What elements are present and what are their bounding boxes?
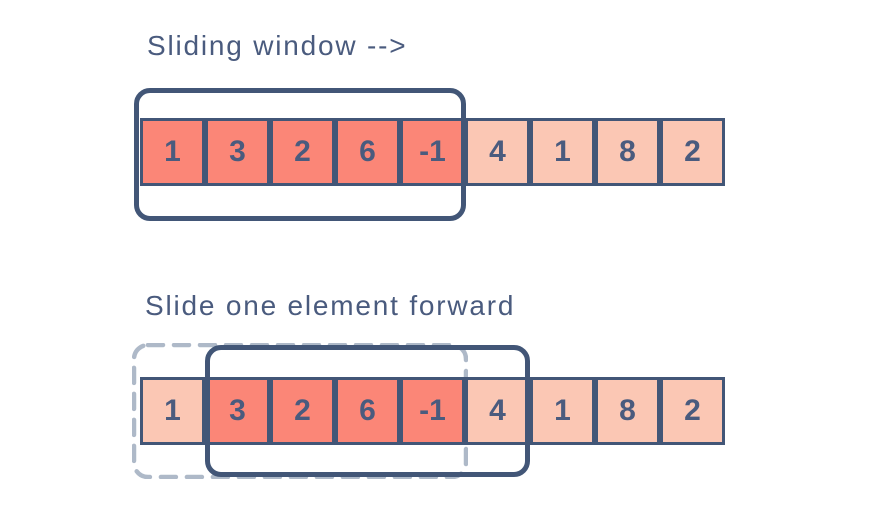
array-cell: 2 xyxy=(660,118,725,186)
array-cell: -1 xyxy=(400,118,465,186)
diagram1-label: Sliding window --> xyxy=(147,30,408,61)
array-cell: -1 xyxy=(400,377,465,445)
array-cell: 1 xyxy=(530,377,595,445)
array-cell: 4 xyxy=(465,118,530,186)
array-cell: 1 xyxy=(530,118,595,186)
array-cell: 8 xyxy=(595,377,660,445)
sliding-window-outline-1 xyxy=(134,88,466,221)
array-cell: 2 xyxy=(270,118,335,186)
array-cell: 2 xyxy=(270,377,335,445)
array-cell: 8 xyxy=(595,118,660,186)
array-cell: 1 xyxy=(140,377,205,445)
array-cell: 1 xyxy=(140,118,205,186)
array-cell: 4 xyxy=(465,377,530,445)
sliding-window-outline-2 xyxy=(205,345,530,477)
array-cell: 3 xyxy=(205,118,270,186)
array-cell: 6 xyxy=(335,118,400,186)
array-cell: 2 xyxy=(660,377,725,445)
array-cell: 6 xyxy=(335,377,400,445)
diagram2-label: Slide one element forward xyxy=(145,290,516,321)
